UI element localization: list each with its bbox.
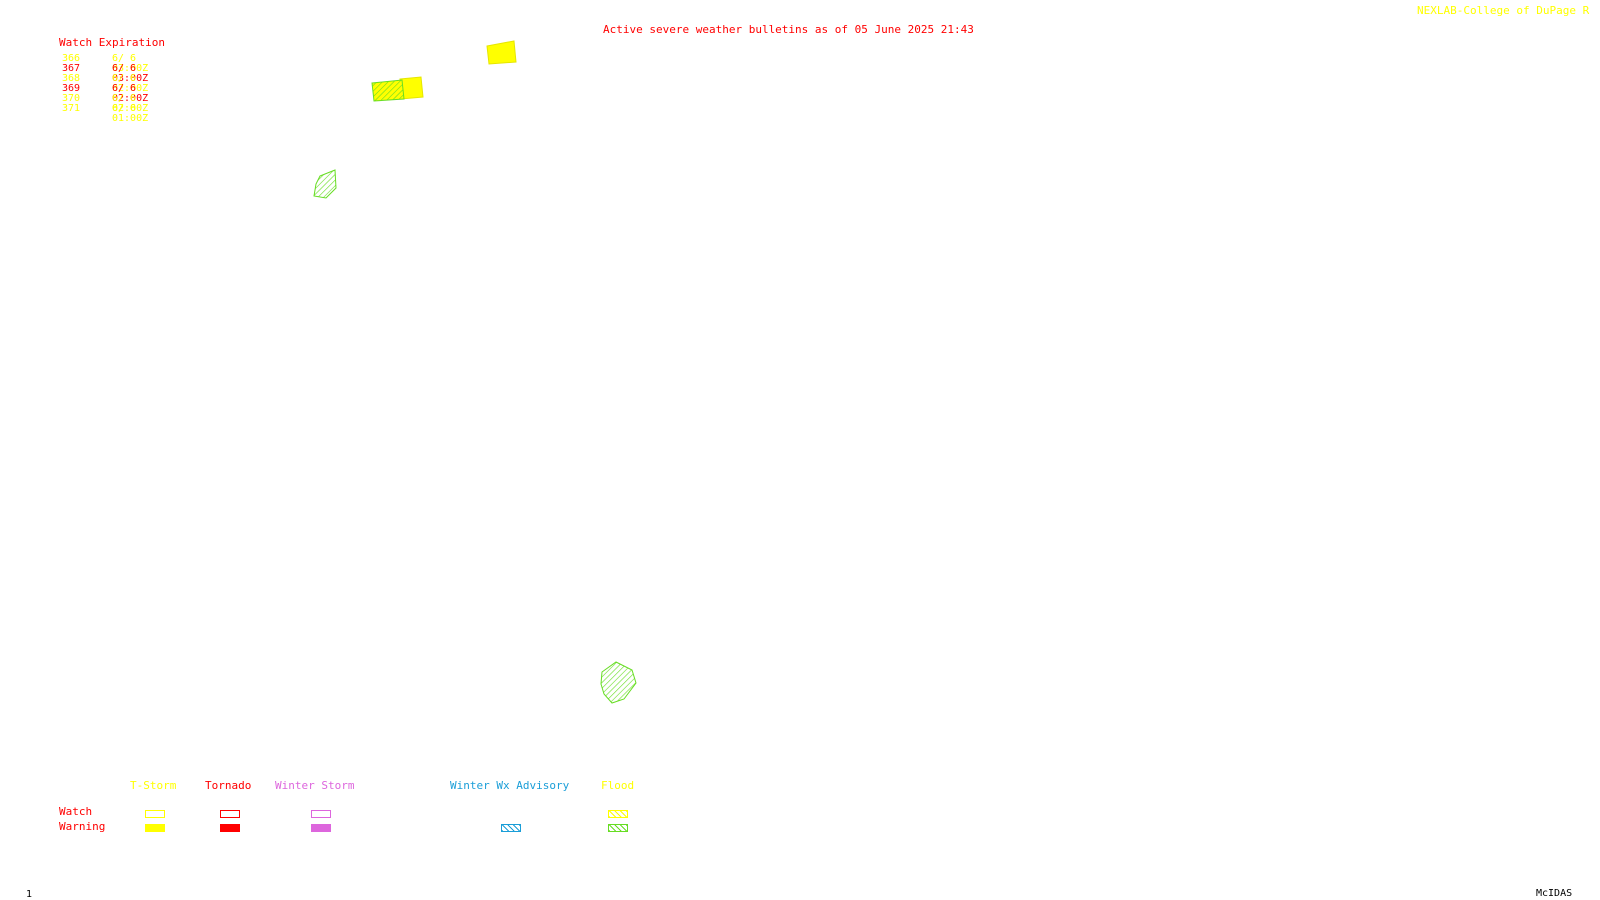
legend-winter-wx-advisory-label: Winter Wx Advisory (450, 779, 570, 792)
watch-expiration: 6/ 6 02:00Z (112, 83, 149, 104)
legend-flood-label: Flood (601, 779, 635, 792)
credit-label: NEXLAB-College of DuPage R (1417, 4, 1590, 17)
flood-warning-polygon[interactable] (600, 661, 637, 704)
legend-tornado-label: Tornado (205, 779, 252, 792)
legend-tornado-watch-swatch (220, 810, 240, 818)
flood-warning-polygon[interactable] (313, 169, 337, 199)
legend-tstorm-warning-swatch (145, 824, 165, 832)
watch-number: 366 (62, 53, 81, 64)
watch-expiration: 6/ 6 03:00Z (112, 53, 149, 74)
watch-number: 369 (62, 83, 81, 94)
legend-tstorm-label: T-Storm (130, 779, 177, 792)
legend-warning-row-label: Warning (59, 820, 106, 833)
watch-number: 367 (62, 63, 81, 74)
legend-flood-watch-swatch (608, 810, 628, 818)
watch-expiration: 6/ 6 01:00Z (112, 103, 149, 124)
legend-winter-storm-warning-swatch (311, 824, 331, 832)
legend-flood-warning-swatch (608, 824, 628, 832)
watch-table-heading: Watch Expiration (59, 36, 165, 49)
legend-watch-row-label: Watch (59, 805, 93, 818)
legend-winter-storm-label: Winter Storm (275, 779, 355, 792)
watch-expiration: 6/ 6 02:00Z (112, 93, 149, 114)
legend-tstorm-watch-swatch (145, 810, 165, 818)
tstorm-warning-polygon[interactable] (486, 40, 517, 65)
watch-number: 368 (62, 73, 81, 84)
legend-winter-storm-watch-swatch (311, 810, 331, 818)
page-title: Active severe weather bulletins as of 05… (603, 23, 974, 36)
watch-number: 370 (62, 93, 81, 104)
watch-expiration: 6/ 6 03:00Z (112, 63, 149, 84)
software-label: McIDAS (1536, 888, 1573, 899)
watch-number: 371 (62, 103, 81, 114)
frame-number: 1 (26, 889, 33, 900)
legend-winter-wx-advisory-swatch (501, 824, 521, 832)
legend-tornado-warning-swatch (220, 824, 240, 832)
watch-expiration: 6/ 6 02:00Z (112, 73, 149, 94)
